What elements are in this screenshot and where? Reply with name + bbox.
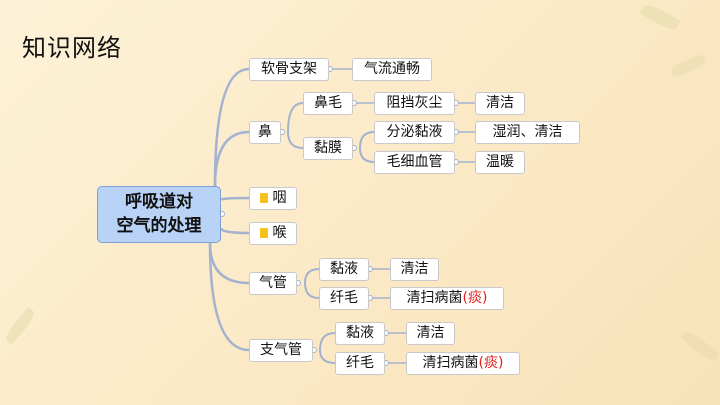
node-ruangu[interactable]: 软骨支架 (249, 58, 329, 81)
node-nianmo[interactable]: 黏膜 (303, 137, 353, 160)
node-shirun[interactable]: 湿润、清洁 (475, 121, 580, 144)
node-qiliu[interactable]: 气流通畅 (352, 58, 432, 81)
connector-line (319, 349, 336, 364)
root-node[interactable]: 呼吸道对 空气的处理 (97, 186, 221, 243)
connector-line (208, 242, 250, 285)
connector-line (219, 227, 250, 235)
node-qingjie[interactable]: 清洁 (475, 92, 525, 115)
node-zq-xianmao[interactable]: 纤毛 (335, 352, 385, 375)
node-zq-qingjie[interactable]: 清洁 (406, 322, 455, 345)
node-zhiqiguan[interactable]: 支气管 (249, 339, 313, 362)
note-icon (259, 193, 268, 203)
node-label: 咽 (272, 190, 287, 206)
connector-line (208, 242, 250, 352)
note-icon (259, 228, 268, 238)
connector-line (219, 196, 250, 202)
node-wennuan[interactable]: 温暖 (475, 151, 525, 174)
connector-line (287, 131, 304, 149)
node-label: 清扫病菌 (406, 290, 463, 306)
node-label: 清扫病菌 (422, 355, 479, 371)
node-zq-qingsao[interactable]: 清扫病菌(痰) (406, 352, 520, 375)
connector-line (359, 147, 375, 163)
connector-line (304, 268, 320, 284)
connector-line (213, 67, 250, 187)
connector-line (304, 282, 320, 299)
node-qg-qingsao[interactable]: 清扫病菌(痰) (390, 287, 504, 310)
node-qg-xianmao[interactable]: 纤毛 (319, 287, 369, 310)
root-line1: 呼吸道对 (125, 192, 193, 212)
node-qiguan[interactable]: 气管 (249, 272, 297, 295)
connector-line (213, 130, 250, 187)
tan-label: (痰) (478, 355, 504, 371)
node-zq-nianye[interactable]: 黏液 (335, 322, 385, 345)
page-title: 知识网络 (22, 34, 122, 62)
connector-line (319, 332, 336, 351)
node-bi[interactable]: 鼻 (249, 121, 281, 144)
node-qg-qingjie[interactable]: 清洁 (390, 258, 439, 281)
node-zudang[interactable]: 阻挡灰尘 (374, 92, 455, 115)
connector-line (287, 102, 304, 133)
node-bimao[interactable]: 鼻毛 (303, 92, 353, 115)
node-yan[interactable]: 咽 (249, 187, 297, 210)
node-label: 喉 (272, 225, 287, 241)
node-fenmi[interactable]: 分泌黏液 (374, 121, 455, 144)
tan-label: (痰) (462, 290, 488, 306)
root-line2: 空气的处理 (116, 216, 202, 236)
node-qg-nianye[interactable]: 黏液 (319, 258, 369, 281)
connector-line (359, 131, 375, 149)
node-hou[interactable]: 喉 (249, 222, 297, 245)
node-maoxi[interactable]: 毛细血管 (374, 151, 455, 174)
